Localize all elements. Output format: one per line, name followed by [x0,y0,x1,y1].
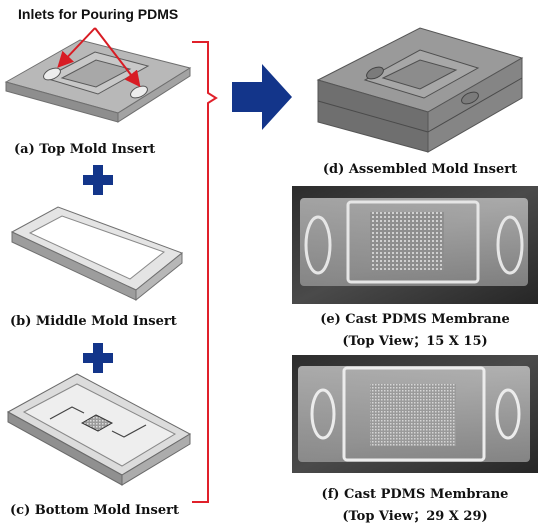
middle-mold-insert [10,206,183,302]
assembled-mold-insert [316,27,524,153]
callout-arrows [57,27,141,88]
label-a: (a) Top Mold Insert [14,142,156,157]
label-b: (b) Middle Mold Insert [10,314,177,329]
plus-icon [83,343,113,373]
label-d: (d) Assembled Mold Insert [322,162,518,177]
inlets-callout-label: Inlets for Pouring PDMS [18,6,179,22]
label-e-title: (e) Cast PDMS Membrane [320,312,510,327]
label-c: (c) Bottom Mold Insert [10,503,179,518]
label-e-view: (Top View；15 X 15) [342,334,488,349]
label-f-title: (f) Cast PDMS Membrane [321,487,509,502]
bottom-mold-insert [6,373,192,486]
label-f-view: (Top View；29 X 29) [342,509,488,524]
membrane-photo-15 [292,186,538,304]
right-arrow-icon [232,64,292,130]
membrane-photo-29 [292,355,538,473]
top-mold-insert [4,39,192,123]
bracket [192,41,218,503]
plus-icon [83,165,113,195]
